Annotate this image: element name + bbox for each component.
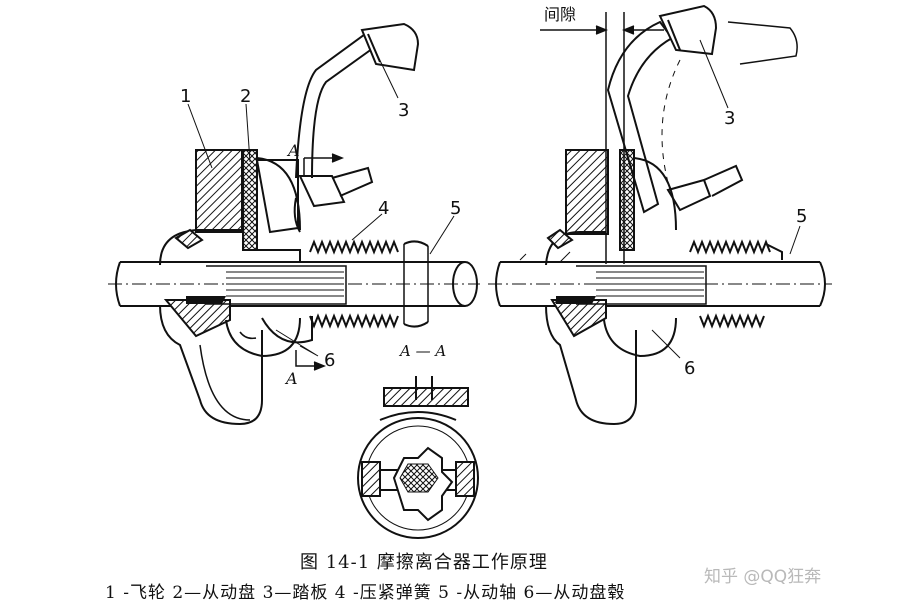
watermark: 知乎 @QQ狂奔 — [704, 567, 822, 587]
pedal-right — [606, 4, 798, 214]
label-part5-left: 5 — [450, 198, 461, 219]
pressure-plate-left — [255, 159, 313, 344]
label-part2: 2 — [240, 86, 251, 107]
section-markers-left — [295, 153, 345, 371]
leaders-left — [108, 47, 480, 357]
caption-legend: 1 -飞轮 2—从动盘 3—踏板 4 -压紧弹簧 5 -从动轴 6—从动盘毂 — [105, 583, 626, 603]
right-assembly — [488, 4, 832, 426]
label-part3-left: 3 — [398, 100, 409, 121]
driven-disc-right — [603, 149, 677, 358]
label-part1: 1 — [180, 86, 191, 107]
part-labels: 1 2 3 4 5 6 A A A — A 间隙 3 5 6 — [180, 5, 807, 388]
hub-left — [186, 265, 347, 305]
label-part4: 4 — [378, 198, 389, 219]
label-section-top: A — [286, 141, 300, 160]
leaders-right — [488, 39, 832, 359]
label-section-bottom: A — [284, 369, 298, 388]
driven-shaft-right — [495, 251, 826, 307]
spring-left — [309, 239, 399, 329]
caption-title: 图 14-1 摩擦离合器工作原理 — [300, 552, 548, 573]
gap-indicator — [540, 12, 664, 264]
pedal-left — [293, 22, 420, 233]
left-assembly — [108, 22, 480, 426]
label-part3-right: 3 — [724, 108, 735, 129]
label-part6-left: 6 — [324, 350, 335, 371]
section-view-aa — [357, 376, 479, 539]
label-part5-right: 5 — [796, 206, 807, 227]
label-gap: 间隙 — [544, 5, 576, 24]
label-section-view: A — A — [398, 342, 446, 360]
spring-right — [689, 239, 783, 329]
hub-right — [556, 265, 707, 305]
flywheel-right — [545, 149, 637, 426]
label-part6-right: 6 — [684, 358, 695, 379]
